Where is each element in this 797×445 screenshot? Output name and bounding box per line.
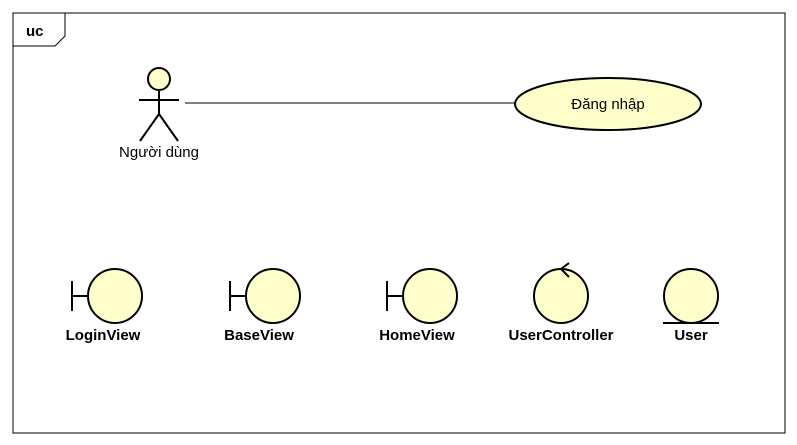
actor-head: [147, 67, 171, 91]
boundary-homeview[interactable]: [386, 268, 458, 324]
control-circle: [533, 268, 589, 324]
entity-user[interactable]: [663, 268, 719, 324]
use-case[interactable]: Đăng nhập: [514, 77, 702, 131]
frame-label: uc: [26, 23, 44, 40]
loginview-label: LoginView: [66, 327, 141, 344]
actor-figure[interactable]: [139, 67, 179, 142]
boundary-baseview[interactable]: [229, 268, 301, 324]
boundary-circle: [245, 268, 301, 324]
diagram-frame: [12, 12, 786, 434]
use-case-ellipse: [514, 77, 702, 131]
user-label: User: [674, 327, 708, 344]
homeview-label: HomeView: [379, 327, 455, 344]
use-case-name: Đăng nhập: [571, 96, 644, 113]
frame-label-tab: [12, 12, 66, 47]
boundary-circle: [402, 268, 458, 324]
control-arrowhead: [559, 262, 570, 278]
actor-name: Người dùng: [119, 144, 199, 161]
boundary-loginview[interactable]: [71, 268, 143, 324]
control-usercontroller[interactable]: [533, 262, 589, 324]
actor-right-leg: [158, 113, 179, 142]
usercontroller-label: UserController: [508, 327, 613, 344]
entity-circle: [663, 268, 719, 324]
baseview-label: BaseView: [224, 327, 294, 344]
boundary-circle: [87, 268, 143, 324]
actor-left-leg: [139, 113, 160, 142]
